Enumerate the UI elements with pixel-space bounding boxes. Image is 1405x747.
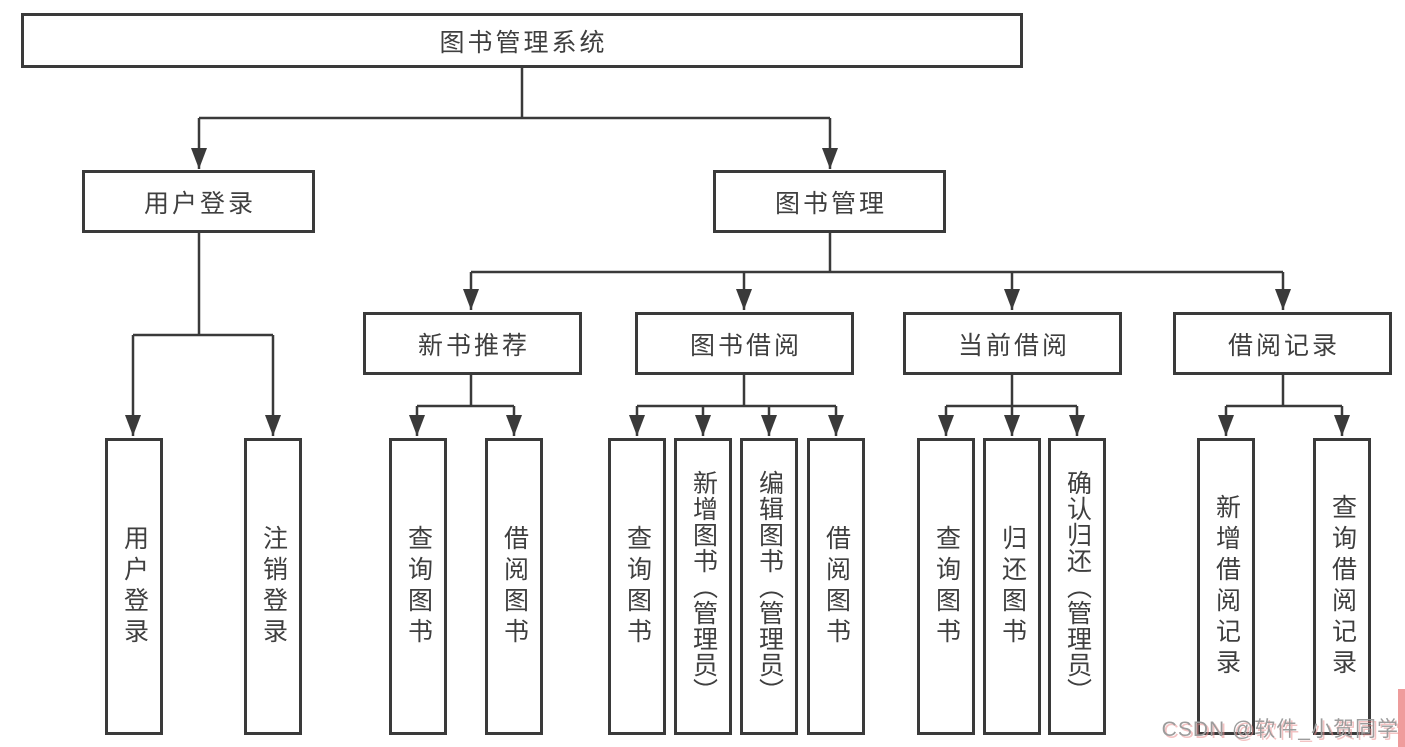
node-borrowing-records: 借阅记录 [1173, 312, 1392, 375]
trunk-borrowing-records [1226, 375, 1342, 408]
leaf-borrow-books-recommend: 借阅图书 [485, 438, 543, 735]
node-book-management: 图书管理 [713, 170, 946, 233]
leaf-query-borrow-record: 查询借阅记录 [1313, 438, 1371, 735]
trunk-root [199, 68, 830, 120]
trunk-book-borrowing [637, 375, 836, 408]
leaf-user-login: 用户登录 [105, 438, 163, 735]
node-book-borrowing: 图书借阅 [635, 312, 854, 375]
trunk-book-management [471, 233, 1283, 274]
leaf-borrow-books-borrowing: 借阅图书 [807, 438, 865, 735]
trunk-new-book-recommend [417, 375, 514, 408]
leaf-edit-books-admin: 编辑图书（管理员） [740, 438, 798, 735]
trunk-user-login [133, 233, 273, 337]
watermark-accent-strip [1398, 689, 1405, 747]
leaf-query-books-current: 查询图书 [917, 438, 975, 735]
node-new-book-recommend: 新书推荐 [363, 312, 582, 375]
leaf-add-borrow-record: 新增借阅记录 [1197, 438, 1255, 735]
leaf-query-books-recommend: 查询图书 [389, 438, 447, 735]
leaf-return-books: 归还图书 [983, 438, 1041, 735]
leaf-confirm-return-admin: 确认归还（管理员） [1048, 438, 1106, 735]
leaf-logout-login: 注销登录 [244, 438, 302, 735]
watermark: CSDN @软件_小贺同学 [1161, 718, 1399, 741]
trunk-current-borrowing [946, 375, 1077, 408]
node-library-system: 图书管理系统 [21, 13, 1023, 68]
leaf-query-books-borrowing: 查询图书 [608, 438, 666, 735]
node-user-login: 用户登录 [82, 170, 315, 233]
leaf-add-books-admin: 新增图书（管理员） [674, 438, 732, 735]
node-current-borrowing: 当前借阅 [903, 312, 1122, 375]
